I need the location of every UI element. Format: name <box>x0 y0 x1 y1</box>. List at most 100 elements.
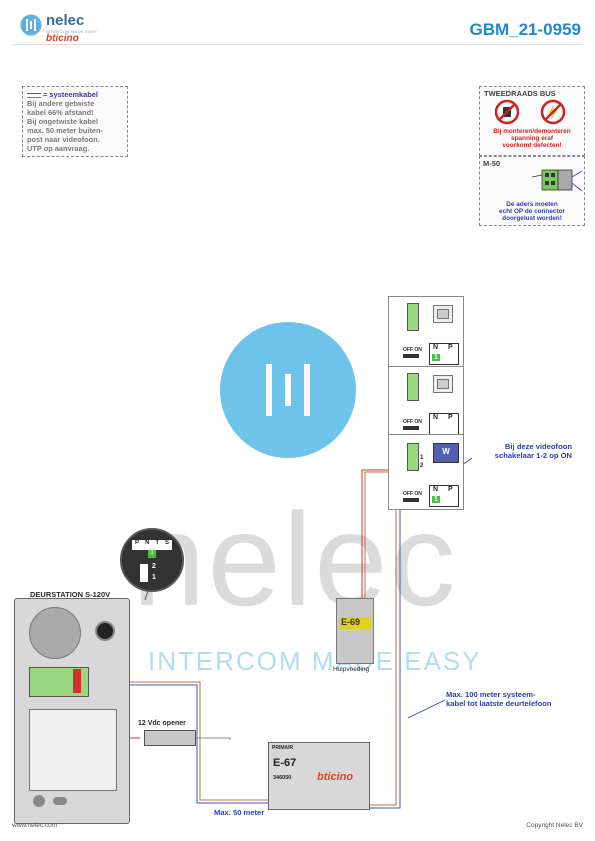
no-unplug-icon <box>494 99 520 125</box>
button-frame <box>29 709 117 791</box>
footer-website[interactable]: www.nelec.com <box>12 822 58 829</box>
np-switch[interactable]: N P 1 <box>429 343 459 365</box>
controller: PRIMAIR E-67 346050 bticino <box>268 742 370 810</box>
p-label: P <box>448 344 453 351</box>
switch-pos-2: 2 <box>152 563 156 570</box>
warning-title: TWEEDRAADS BUS <box>484 89 556 98</box>
controller-model: E-67 <box>273 757 297 769</box>
dip-switch[interactable] <box>403 426 419 430</box>
selector-switch[interactable] <box>140 564 148 582</box>
switch-note: Bij deze videofoon schakelaar 1-2 op ON <box>480 442 572 460</box>
warning-box: TWEEDRAADS BUS Bij monteren/demonteren s… <box>479 86 585 156</box>
call-button[interactable] <box>33 795 45 807</box>
off-on-label: OFF ON <box>403 347 422 353</box>
terminal-block-icon <box>407 303 419 331</box>
legend-cable-row: = systeemkabel <box>27 90 123 99</box>
aux-button[interactable] <box>53 797 67 805</box>
switch-note-line: schakelaar 1-2 op ON <box>494 451 572 460</box>
door-opener-label: 12 Vdc opener <box>138 720 186 727</box>
warning-line: voorkomt defecten! <box>502 142 562 149</box>
partner-brand: bticino <box>46 33 79 44</box>
brand-name: nelec <box>46 12 85 29</box>
np-switch[interactable]: N P <box>429 413 459 435</box>
n-value: 1 <box>432 496 440 503</box>
m50-line: echt OP de connector <box>499 208 565 215</box>
off-on-label: OFF ON <box>403 419 422 425</box>
distance-note-line: Max. 100 meter systeem- <box>446 690 536 699</box>
opener-wire <box>195 737 231 740</box>
active-switch[interactable]: 1 <box>148 550 156 558</box>
power-supply-label: E-69 <box>339 617 371 629</box>
document-code: GBM_21-0959 <box>469 20 581 39</box>
warning-line: spanning eraf <box>511 135 553 142</box>
legend-cable-label: = systeemkabel <box>43 90 98 99</box>
brand-tagline: INTERCOM MADE EASY <box>46 29 98 34</box>
m50-title: M-50 <box>483 159 501 168</box>
connector-icon <box>532 169 582 192</box>
terminal-block-icon <box>407 373 419 401</box>
speaker-grille-icon <box>29 607 81 659</box>
camera-icon <box>95 621 115 641</box>
p-label: P <box>448 414 453 421</box>
legend-line: UTP op aanvraag. <box>27 144 90 153</box>
controller-brand: bticino <box>317 771 354 783</box>
np-switch[interactable]: N P 1 <box>429 485 459 507</box>
terminal-n: N <box>144 540 150 546</box>
m50-text: De aders moeten echt OP de connector doo… <box>480 201 584 222</box>
watermark-logo-icon <box>220 322 356 458</box>
callout-arrow <box>407 699 446 719</box>
watermark-word: nelec <box>132 486 458 633</box>
nelec-logo-icon <box>20 14 42 36</box>
controller-code: 346050 <box>273 775 292 781</box>
legend-line: max. 50 meter buiten- <box>27 126 103 135</box>
monitor-unit: 1 2 W OFF ON N P 1 <box>388 434 464 510</box>
m50-box: M-50 De aders moeten echt OP de connecto… <box>479 156 585 226</box>
footer-copyright: Copyright Nelec BV <box>526 822 583 829</box>
header-divider <box>12 44 583 45</box>
legend-line: post naar videofoon. <box>27 135 100 144</box>
monitor-screen-icon: W <box>433 443 459 463</box>
p-label: P <box>448 486 453 493</box>
legend-line: kabel 66% afstand! <box>27 108 94 117</box>
door-station <box>14 598 130 824</box>
distance-note-line: kabel tot laatste deurtelefoon <box>446 699 552 708</box>
m50-line: doorgelust worden! <box>502 215 562 222</box>
monitor-screen-icon <box>433 375 453 393</box>
watermark-tagline: INTERCOM MADE EASY <box>148 646 482 676</box>
bus-label-2: 2 <box>420 463 424 469</box>
n-value: 1 <box>432 354 440 361</box>
warning-text: Bij monteren/demonteren spanning eraf vo… <box>480 128 584 149</box>
switch-pos-1: 1 <box>152 574 156 581</box>
dip-switch[interactable] <box>403 354 419 358</box>
legend-line: Bij andere getwiste <box>27 99 95 108</box>
monitor-unit: OFF ON N P <box>388 366 464 436</box>
switch-note-line: Bij deze videofoon <box>504 442 572 451</box>
monitor-badge: W <box>442 447 450 456</box>
bus-label-1: 1 <box>420 455 424 461</box>
legend-line: Bij ongetwiste kabel <box>27 117 99 126</box>
switch-detail: P N T S 1 2 1 <box>120 528 184 592</box>
terminal-p: P <box>134 540 139 546</box>
no-voltage-icon <box>540 99 566 125</box>
cable-swatch-icon <box>27 92 41 98</box>
n-label: N <box>433 486 439 493</box>
power-supply-model: E-69 <box>341 617 361 627</box>
terminal-strip: P N T S <box>132 540 172 550</box>
terminal-block-icon <box>407 443 419 471</box>
cable-length-label: Max. 50 meter <box>214 808 265 817</box>
dip-switch[interactable] <box>403 498 419 502</box>
n-label: N <box>433 414 439 421</box>
m50-line: De aders moeten <box>506 201 558 208</box>
warning-line: Bij monteren/demonteren <box>493 128 571 135</box>
monitor-screen-icon <box>433 305 453 323</box>
off-on-label: OFF ON <box>403 491 422 497</box>
controller-top-label: PRIMAIR <box>272 745 294 751</box>
terminal-s: S <box>164 540 169 546</box>
red-connector-icon <box>73 669 81 693</box>
n-label: N <box>433 344 439 351</box>
nelec-logo: nelec INTERCOM MADE EASY bticino <box>20 12 100 44</box>
legend-box: = systeemkabel Bij andere getwiste kabel… <box>22 86 128 157</box>
monitor-unit: OFF ON N P 1 <box>388 296 464 368</box>
door-station-title: DEURSTATION S-120V <box>30 590 111 599</box>
power-supply: E-69 <box>336 598 374 664</box>
